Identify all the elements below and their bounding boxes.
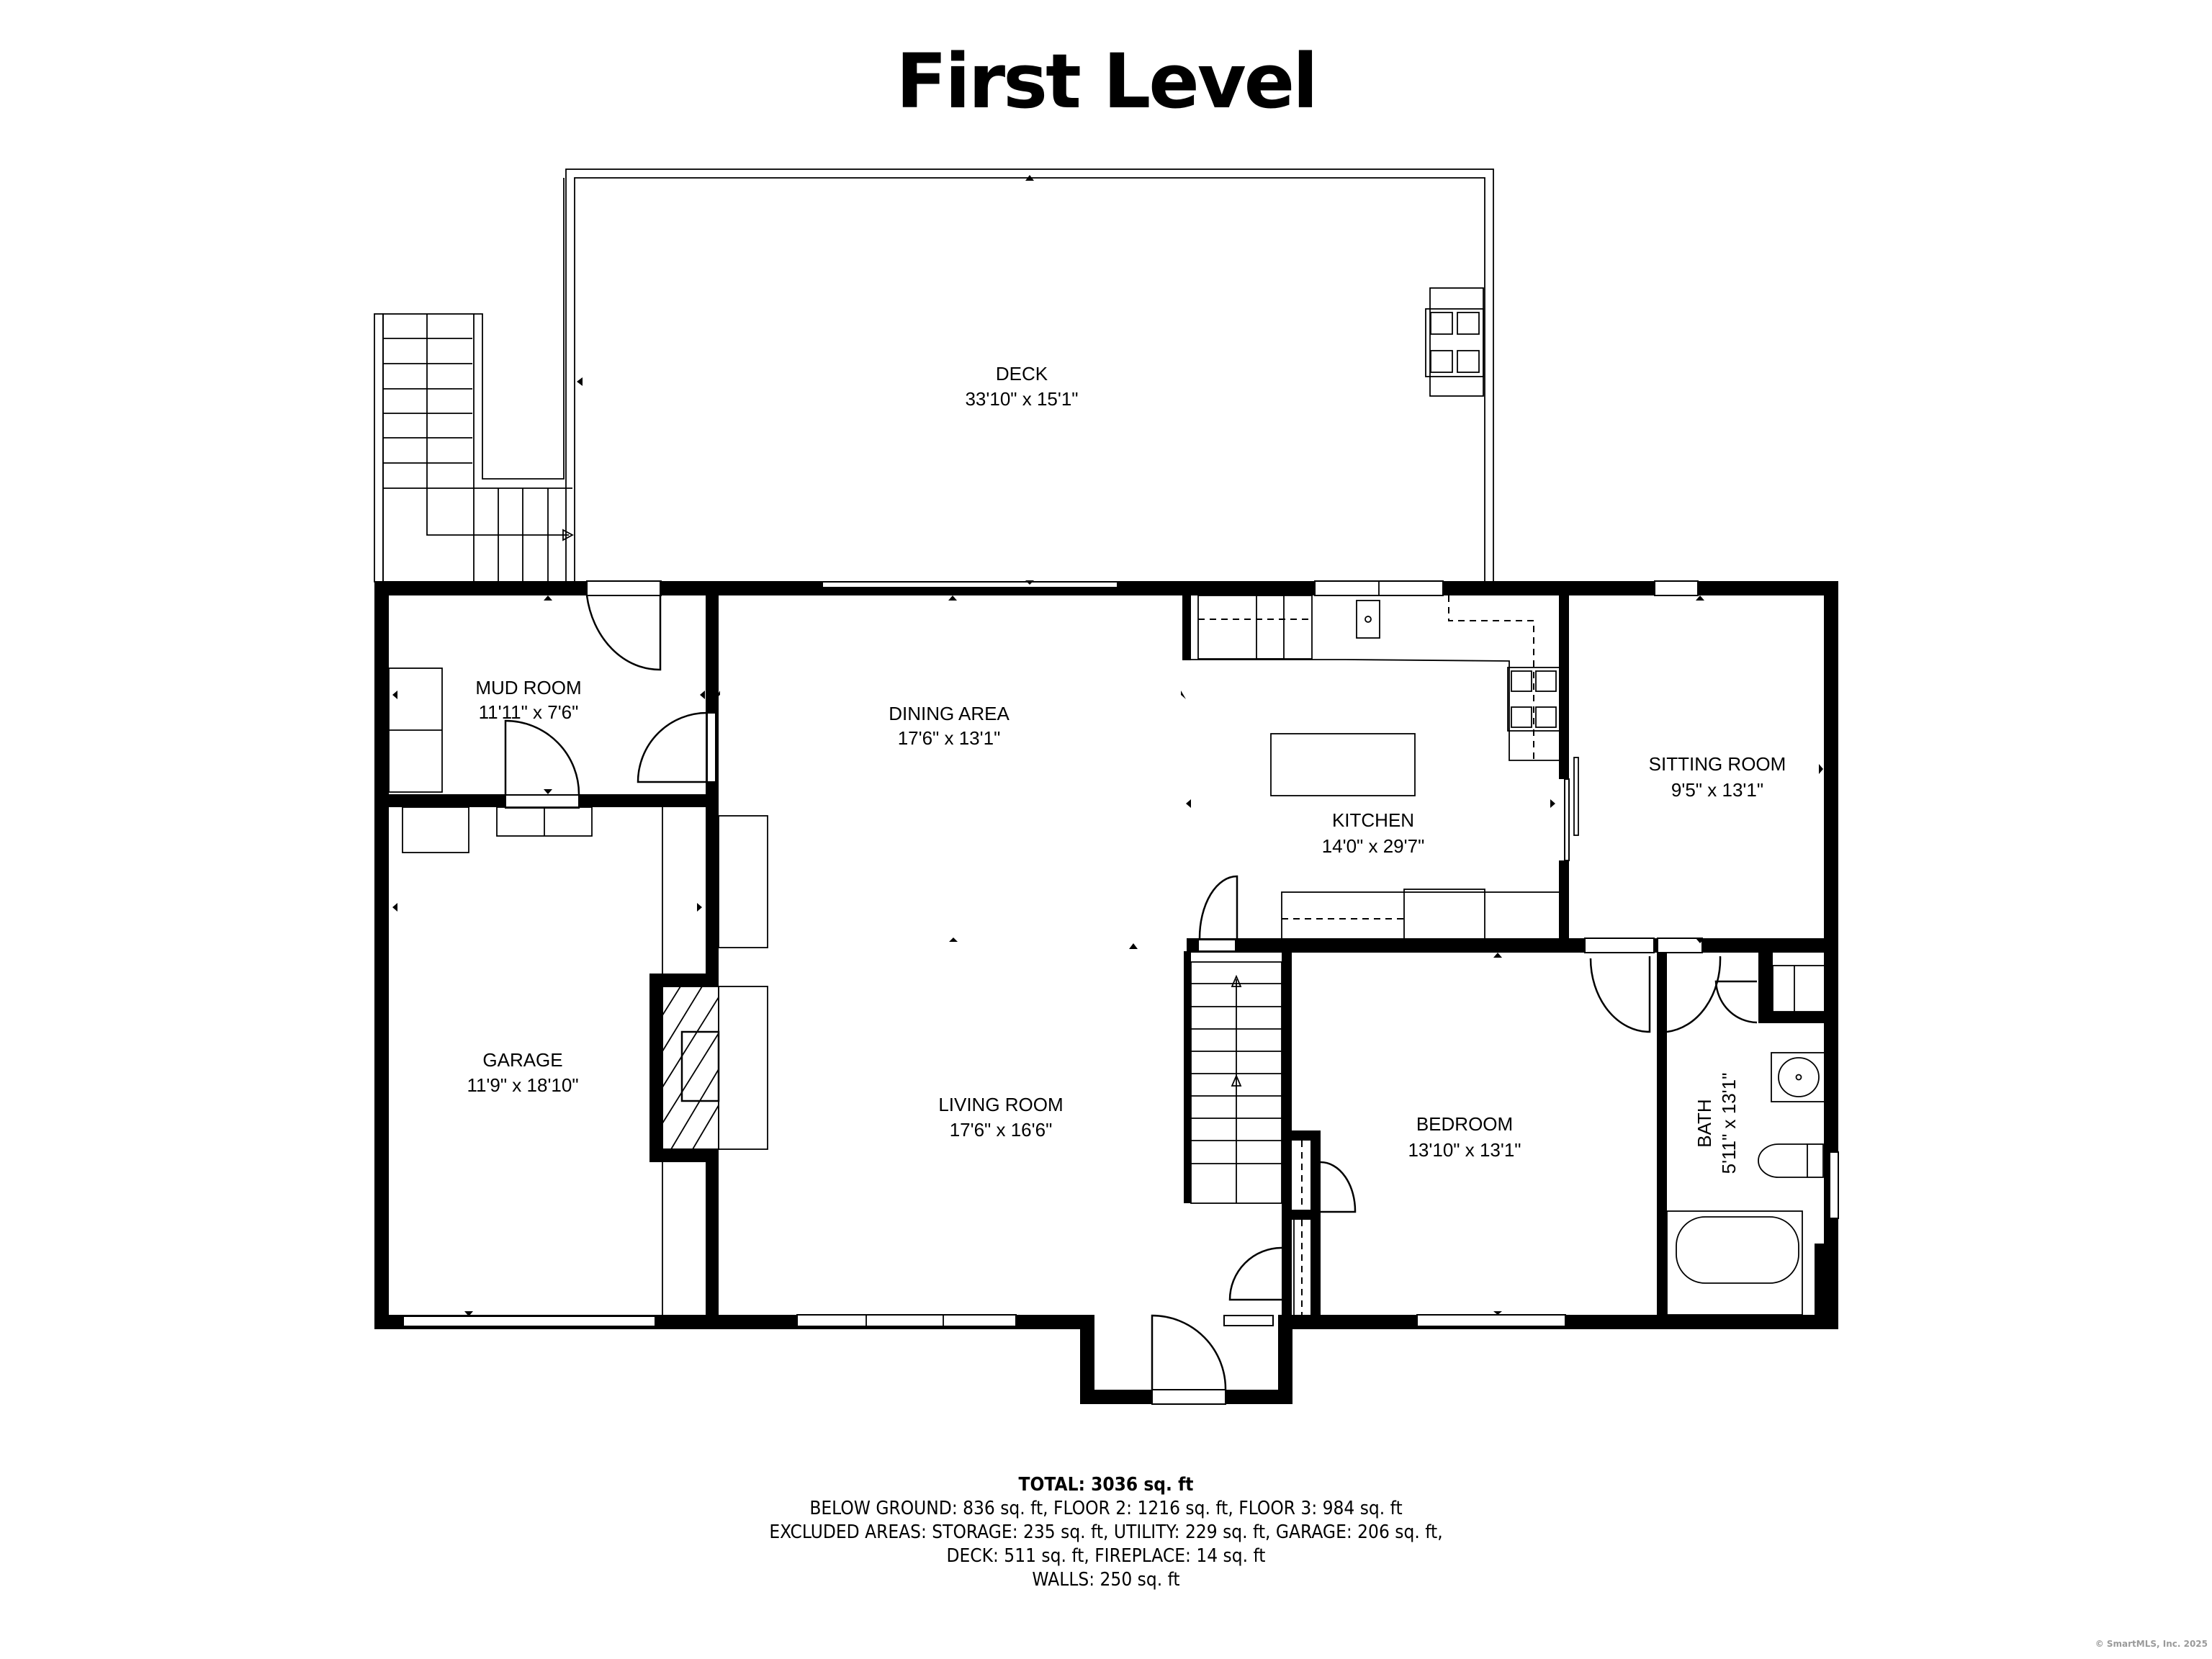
- deck-area: DECK 33'10" x 15'1": [374, 168, 1494, 583]
- sitting-room-dims: 9'5" x 13'1": [1671, 779, 1763, 801]
- summary-line-excluded: EXCLUDED AREAS: STORAGE: 235 sq. ft, UTI…: [769, 1521, 1443, 1543]
- doors: [504, 580, 1758, 1405]
- windows: [403, 580, 1839, 1327]
- garage-name: GARAGE: [482, 1049, 562, 1071]
- copyright-notice: © SmartMLS, Inc. 2025: [2095, 1639, 2208, 1649]
- interior-stairs: [1190, 961, 1282, 1204]
- summary-line-walls: WALLS: 250 sq. ft: [1032, 1569, 1180, 1591]
- living-room-dims: 17'6" x 16'6": [950, 1119, 1053, 1141]
- deck-stairs: [374, 178, 574, 583]
- dining-area-name: DINING AREA: [889, 703, 1010, 724]
- area-summary: TOTAL: 3036 sq. ft BELOW GROUND: 836 sq.…: [111, 1473, 2102, 1592]
- bedroom-name: BEDROOM: [1416, 1113, 1513, 1135]
- garage-dims: 11'9" x 18'10": [467, 1074, 578, 1096]
- bath-sink-icon: [1771, 1052, 1830, 1102]
- living-room-name: LIVING ROOM: [938, 1094, 1063, 1115]
- dining-area-dims: 17'6" x 13'1": [898, 727, 1001, 749]
- kitchen-name: KITCHEN: [1332, 809, 1414, 831]
- dimension-markers: [392, 580, 1823, 1316]
- sitting-room-name: SITTING ROOM: [1649, 753, 1786, 775]
- fireplace-icon: [662, 986, 720, 1150]
- bath-name: BATH: [1694, 1099, 1715, 1147]
- mud-room-dims: 11'11" x 7'6": [479, 701, 579, 723]
- stove-icon: [1507, 667, 1560, 732]
- total-area: TOTAL: 3036 sq. ft: [1018, 1474, 1194, 1496]
- walls: [374, 581, 1838, 1404]
- bath-dims: 5'11" x 13'1": [1718, 1073, 1740, 1174]
- grill-icon: [1425, 287, 1484, 397]
- room-labels: MUD ROOM 11'11" x 7'6" DINING AREA 17'6"…: [467, 677, 1786, 1174]
- deck-dims: 33'10" x 15'1": [965, 388, 1078, 410]
- fixtures: [388, 595, 1831, 1316]
- page-title: First Level: [896, 37, 1318, 125]
- toilet-icon: [1758, 1143, 1824, 1178]
- kitchen-dims: 14'0" x 29'7": [1322, 835, 1425, 857]
- kitchen-island: [1270, 733, 1416, 796]
- mud-room-name: MUD ROOM: [475, 677, 581, 698]
- bathtub-icon: [1666, 1210, 1803, 1316]
- deck-name: DECK: [996, 363, 1048, 385]
- summary-line-deck: DECK: 511 sq. ft, FIREPLACE: 14 sq. ft: [946, 1545, 1266, 1567]
- sink-icon: [1356, 600, 1380, 639]
- bedroom-dims: 13'10" x 13'1": [1408, 1139, 1521, 1161]
- summary-line-floors: BELOW GROUND: 836 sq. ft, FLOOR 2: 1216 …: [809, 1498, 1403, 1519]
